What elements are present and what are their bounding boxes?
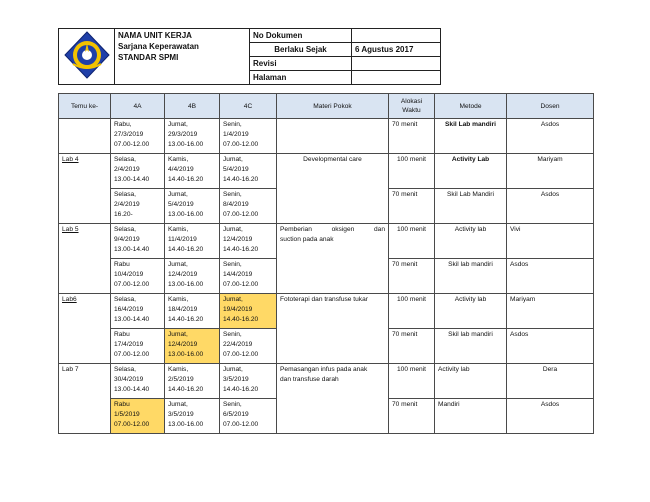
time-cell: 70 menit (388, 398, 435, 434)
time-cell: 70 menit (388, 258, 435, 294)
program-name: Sarjana Keperawatan (118, 42, 199, 51)
logo-cell (58, 28, 115, 85)
doc-no-label: No Dokumen (249, 28, 352, 43)
method-cell: Mandiri (434, 398, 507, 434)
col-lecturer: Dosen (506, 93, 594, 119)
method-cell: Activity lab (434, 363, 507, 399)
meeting-cell: Lab 4 (58, 153, 111, 224)
method-cell: Activity lab (434, 223, 507, 259)
time-cell: 100 menit (388, 153, 435, 189)
lecturer-cell: Asdos (506, 188, 594, 224)
lecturer-cell: Mariyam (506, 153, 594, 189)
time-cell: 100 menit (388, 293, 435, 329)
topic-cell: Developmental care (276, 153, 389, 224)
method-cell: Skil lab mandiri (434, 258, 507, 294)
meeting-cell (58, 118, 111, 154)
method-cell: Skil Lab mandiri (434, 118, 507, 154)
lecturer-cell: Vivi (506, 223, 594, 259)
time-cell: 100 menit (388, 223, 435, 259)
topic-cell: Fototerapi dan transfuse tukar (276, 293, 389, 364)
page-value (351, 70, 441, 85)
col-time-allocation: Alokasi Waktu (388, 93, 435, 119)
schedule-table: Temu ke- 4A 4B 4C Materi Pokok Alokasi W… (58, 93, 594, 434)
time-cell: 70 menit (388, 188, 435, 224)
page-label: Halaman (249, 70, 352, 85)
topic-cell (276, 118, 389, 154)
col-4c: 4C (219, 93, 277, 119)
col-4a: 4A (110, 93, 165, 119)
unit-info: NAMA UNIT KERJA Sarjana Keperawatan STAN… (114, 28, 250, 85)
lecturer-cell: Mariyam (506, 293, 594, 329)
lecturer-cell: Dera (506, 363, 594, 399)
col-4b: 4B (164, 93, 220, 119)
method-cell: Skil Lab Mandiri (434, 188, 507, 224)
method-cell: Skil lab mandiri (434, 328, 507, 364)
table-header-row: Temu ke- 4A 4B 4C Materi Pokok Alokasi W… (58, 93, 594, 119)
lecturer-cell: Asdos (506, 118, 594, 154)
col-method: Metode (434, 93, 507, 119)
time-cell: 100 menit (388, 363, 435, 399)
revision-label: Revisi (249, 56, 352, 71)
lecturer-cell: Asdos (506, 328, 594, 364)
doc-no-value (351, 28, 441, 43)
lecturer-cell: Asdos (506, 258, 594, 294)
time-cell: 70 menit (388, 118, 435, 154)
col-meeting: Temu ke- (58, 93, 111, 119)
meeting-cell: Lab 5 (58, 223, 111, 294)
lecturer-cell: Asdos (506, 398, 594, 434)
institution-seal-icon (63, 30, 110, 79)
document-header: NAMA UNIT KERJA Sarjana Keperawatan STAN… (58, 28, 441, 85)
standard-name: STANDAR SPMI (118, 53, 179, 62)
unit-name: NAMA UNIT KERJA (118, 31, 192, 40)
method-cell: Activity lab (434, 293, 507, 329)
meeting-cell: Lab 7 (58, 363, 111, 434)
method-cell: Activity Lab (434, 153, 507, 189)
effective-date: 6 Agustus 2017 (351, 42, 441, 57)
time-cell: 70 menit (388, 328, 435, 364)
col-topic: Materi Pokok (276, 93, 389, 119)
revision-value (351, 56, 441, 71)
meeting-cell: Lab6 (58, 293, 111, 364)
effective-label: Berlaku Sejak (249, 42, 352, 57)
